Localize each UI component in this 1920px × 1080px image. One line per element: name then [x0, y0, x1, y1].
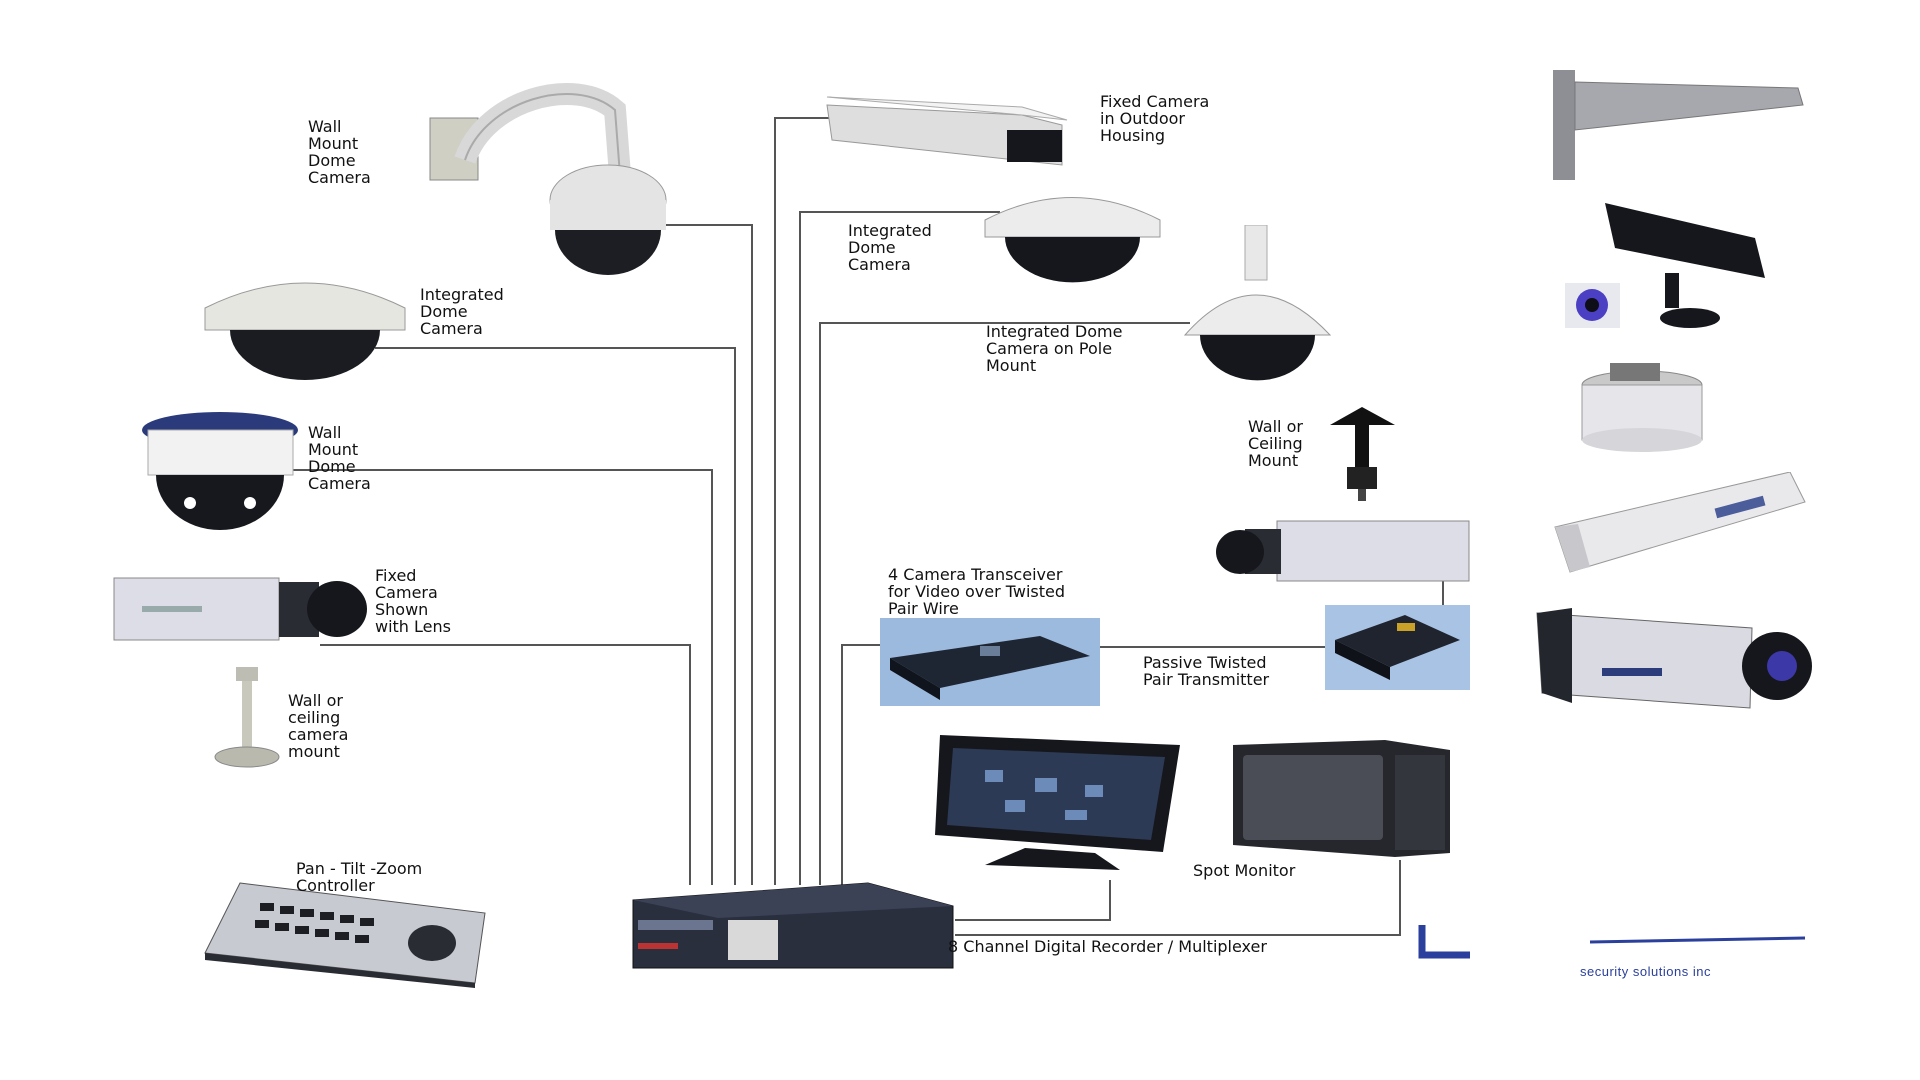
pole-mount-dome-camera-icon [1183, 225, 1332, 381]
wire-transceiver [841, 644, 890, 885]
ptz-controller-icon [204, 882, 486, 988]
digital-recorder-icon [632, 882, 954, 969]
wall-mount-dome-camera-2-icon [142, 412, 298, 530]
wire-recorder-monitor [955, 880, 1111, 921]
box-camera-icon [1216, 520, 1470, 582]
label-fixed-camera-outdoor-housing: Fixed Camera in Outdoor Housing [1100, 92, 1210, 145]
label-digital-recorder: 8 Channel Digital Recorder / Multiplexer [948, 937, 1267, 956]
label-passive-transmitter: Passive Twisted Pair Transmitter [1143, 653, 1270, 689]
wire-integrated-dome-top [799, 211, 1000, 885]
integrated-dome-camera-icon [204, 282, 406, 380]
spot-monitor-icon [1233, 740, 1450, 857]
integrated-dome-camera-top-icon [984, 197, 1161, 283]
label-integrated-dome-camera-pole-mount: Integrated Dome Camera on Pole Mount [986, 322, 1123, 375]
label-wall-mount-dome-camera-1: Wall Mount Dome Camera [308, 117, 371, 187]
box-camera-large-icon [1536, 608, 1812, 709]
label-wall-ceiling-camera-mount: Wall or ceiling camera mount [288, 691, 349, 761]
label-integrated-dome-camera-left: Integrated Dome Camera [420, 285, 504, 338]
wall-bracket-icon [1553, 70, 1804, 180]
fixed-camera-with-lens-icon [113, 577, 367, 641]
wire-recorder-spot-monitor [955, 860, 1401, 936]
camera-mount-icon [214, 667, 280, 768]
wire-fixed-camera-lens [320, 644, 691, 885]
lcd-monitor-icon [935, 735, 1180, 870]
camera-transceiver-icon [880, 618, 1100, 706]
outdoor-housing-icon [1554, 472, 1806, 573]
label-ptz-controller: Pan - Tilt -Zoom Controller [296, 859, 423, 895]
wall-mount-dome-camera-icon [429, 83, 667, 275]
ptz-motor-housing-icon [1581, 363, 1703, 452]
brand-tagline: security solutions inc [1580, 964, 1711, 979]
brand-logo-icon [1418, 925, 1806, 959]
label-integrated-dome-camera-top: Integrated Dome Camera [848, 221, 932, 274]
label-camera-transceiver: 4 Camera Transceiver for Video over Twis… [888, 565, 1066, 618]
wire-integrated-dome-pole [819, 322, 1190, 885]
wire-wall-dome-1 [660, 224, 753, 885]
label-fixed-camera-with-lens: Fixed Camera Shown with Lens [375, 566, 451, 636]
outdoor-housing-camera-icon [826, 96, 1068, 166]
wire-integrated-dome-left [375, 347, 736, 885]
label-wall-ceiling-mount: Wall or Ceiling Mount [1248, 417, 1303, 470]
passive-transmitter-icon [1325, 605, 1470, 690]
wall-ceiling-mount-icon [1330, 407, 1395, 501]
label-spot-monitor: Spot Monitor [1193, 861, 1296, 880]
label-wall-mount-dome-camera-2: Wall Mount Dome Camera [308, 423, 371, 493]
wire-wall-dome-2 [290, 469, 713, 885]
infrared-bullet-camera-icon [1565, 203, 1765, 328]
